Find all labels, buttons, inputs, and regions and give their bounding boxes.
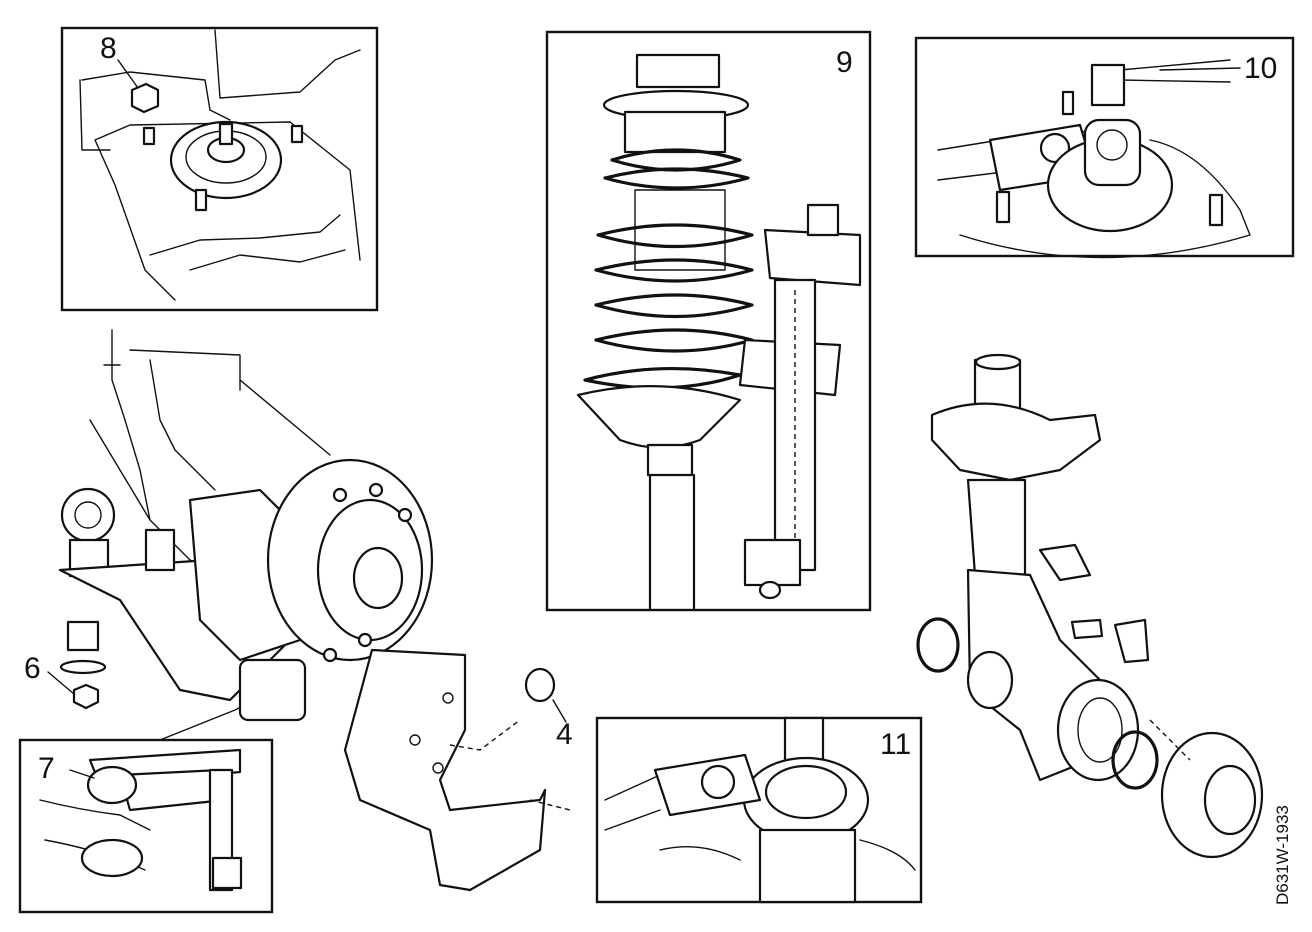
callout-8: 8: [100, 32, 117, 65]
stud-b: [1208, 193, 1224, 227]
main-hub-assembly: 6: [24, 329, 434, 722]
callout-10: 10: [1244, 52, 1277, 85]
lower-ball-joint: [238, 658, 307, 722]
bolt-4: [524, 667, 556, 703]
callout-4: 4: [556, 718, 573, 751]
body-panel: [79, 71, 231, 151]
leader-7: [69, 769, 95, 779]
leader-4: [552, 699, 567, 723]
mount-housing: [959, 139, 1251, 259]
nut-8: [130, 82, 160, 114]
wheel-bolt-hole-2: [368, 482, 384, 498]
puller-bolt-head: [211, 856, 243, 890]
coil-4: [594, 258, 754, 283]
compressor-head: [806, 203, 840, 237]
body-panel-upper: [214, 29, 361, 99]
exploded-knuckle-assembly: [916, 353, 1264, 859]
knuckle-bore: [1056, 678, 1140, 782]
leader-8: [117, 59, 139, 89]
ball-joint-boot: [66, 620, 100, 652]
brake-line-clip: [103, 349, 241, 391]
circlip-outer: [1111, 730, 1159, 790]
strut-tube-cap: [974, 353, 1022, 371]
top-nut-bore: [1096, 129, 1128, 161]
inset-ball-joint-puller: 7: [18, 704, 274, 914]
strut-outline: [149, 359, 331, 491]
coil-2: [603, 167, 750, 190]
callout-6: 6: [24, 652, 41, 685]
leader-6: [47, 671, 75, 695]
bearing-inner: [764, 764, 848, 820]
inset-top-nut-wrench: 10: [914, 36, 1295, 259]
inset-bearing-wrench: 11: [595, 716, 923, 904]
abs-sensor: [1113, 618, 1150, 664]
stud-front-left: [142, 126, 156, 146]
washer: [59, 659, 107, 675]
top-mount: [635, 53, 721, 89]
splash-shield: [343, 648, 547, 892]
drawing-code: D631W-1933: [1273, 805, 1292, 905]
shield-hole-3: [442, 692, 454, 704]
circlip-inner: [916, 617, 960, 673]
wrench-socket: [1090, 63, 1126, 107]
arm-bushing: [80, 838, 144, 878]
callout-7: 7: [38, 752, 55, 785]
splash-shield-group: 4: [343, 648, 573, 892]
stud-a: [995, 190, 1011, 224]
compressor-base: [743, 538, 802, 587]
shield-bolt-line: [529, 799, 571, 811]
inset-spring-compressor: 9: [545, 30, 872, 612]
arm-front-bushing: [60, 487, 116, 543]
abs-sensor-wire: [111, 329, 151, 521]
coil-5: [594, 293, 754, 319]
stud-front-right: [290, 124, 304, 144]
inset-7-pointer: [159, 704, 246, 741]
hub-thread: [352, 546, 404, 610]
inset-upper-mount: 8: [60, 26, 379, 312]
strut-body: [966, 478, 1027, 582]
shield-hole-2: [432, 762, 444, 774]
strut-tube-collar: [646, 443, 694, 477]
compressor-upper-jaw: [763, 228, 862, 287]
wheel-bolt-hole-3: [397, 507, 413, 523]
wheel-bolt-hole-4: [357, 632, 373, 648]
callout-11: 11: [880, 728, 911, 761]
nut-6: [72, 683, 100, 710]
compressor-end-cap: [758, 580, 782, 600]
knuckle-bore-inner: [1077, 697, 1123, 763]
wheel-bearing: [966, 650, 1014, 710]
coil-3: [596, 223, 754, 249]
wheel-bolt-hole-1: [332, 487, 348, 503]
tower-lower-edge: [149, 214, 341, 256]
wheel-bolt-hole-5: [322, 647, 338, 663]
ball-joint: [86, 765, 138, 805]
spring-seat-plate: [930, 402, 1102, 482]
abs-sensor-body: [144, 528, 176, 572]
coil-1: [610, 148, 742, 172]
stud-c: [1061, 90, 1075, 116]
lower-column: [758, 828, 857, 904]
bump-stop-housing: [623, 110, 727, 154]
sensor-bolt: [1070, 618, 1104, 640]
leader-10: [1159, 67, 1241, 71]
wrench-handle: [1119, 59, 1231, 83]
shield-hole-1: [409, 734, 421, 746]
hub-axis-line: [1149, 719, 1191, 761]
abs-sensor-clip: [1038, 543, 1092, 582]
tower-contour: [189, 249, 346, 271]
lower-spring-seat: [576, 385, 742, 449]
stud-rear: [194, 188, 208, 212]
seat-contour: [659, 839, 916, 871]
callout-9: 9: [836, 46, 853, 79]
piston-rod-end: [218, 122, 234, 146]
top-nut-hex: [1083, 118, 1142, 187]
strut-tower: [94, 121, 361, 301]
wheel-hub-center: [1203, 764, 1257, 836]
arm-front-bushing-bore: [74, 501, 102, 529]
bolt-line: [449, 719, 521, 751]
wrench-bore: [700, 764, 736, 800]
